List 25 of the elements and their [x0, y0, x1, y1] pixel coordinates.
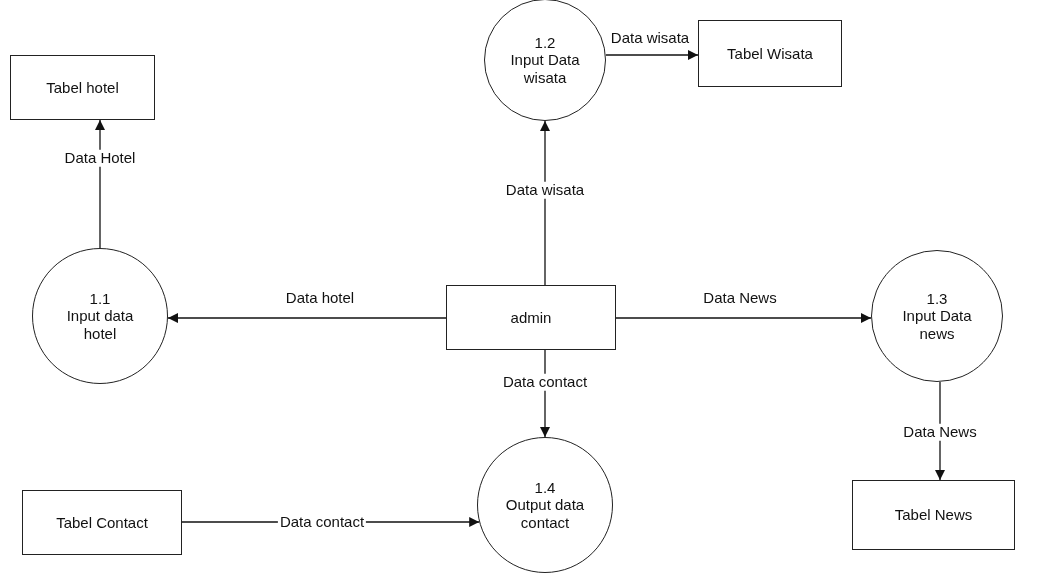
- edge-label: Data wisata: [503, 181, 587, 199]
- entity-box: [10, 55, 155, 120]
- process-number: 1.4: [534, 479, 556, 497]
- entity-box: [446, 285, 616, 350]
- entity-box: [22, 490, 182, 555]
- node-label: admin: [510, 308, 552, 327]
- process-number: 1.3: [926, 290, 948, 308]
- arrow: [615, 313, 872, 323]
- entity-box: [852, 480, 1015, 550]
- process-number: 1.2: [534, 34, 556, 52]
- edge-label: Data News: [901, 423, 979, 441]
- process-number: 1.1: [89, 290, 111, 308]
- node-label: Input Data news: [901, 307, 973, 342]
- node-label: Tabel Contact: [56, 513, 148, 532]
- entity-box: [698, 20, 842, 87]
- edge-label: Data Hotel: [62, 149, 138, 167]
- node-label: Tabel hotel: [46, 78, 119, 97]
- node-label: Output data contact: [504, 496, 586, 531]
- node-label: Tabel News: [894, 506, 973, 524]
- node-label: Tabel Wisata: [727, 44, 813, 63]
- arrow: [540, 120, 550, 286]
- node-label: Input Data wisata: [509, 51, 581, 86]
- arrow: [167, 313, 447, 323]
- node-label: Input data hotel: [65, 307, 135, 342]
- arrow: [605, 50, 699, 60]
